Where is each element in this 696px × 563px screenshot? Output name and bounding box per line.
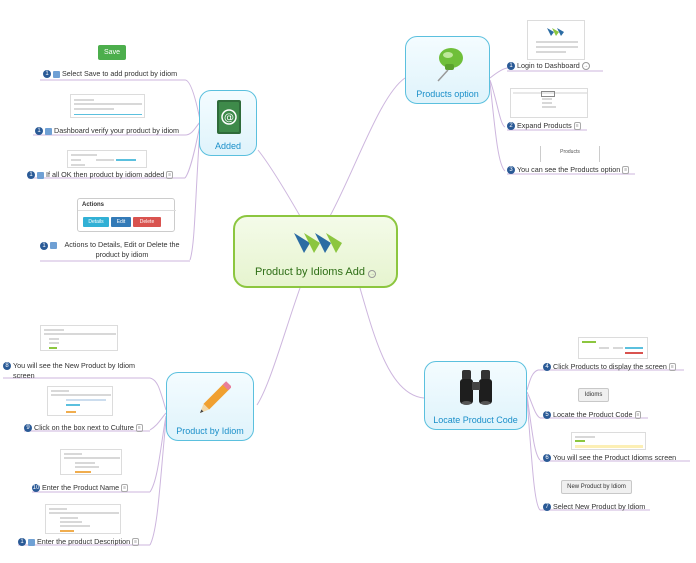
- leaf-product-idioms-screen[interactable]: 6 You will see the Product Idioms screen: [543, 453, 676, 463]
- leaf-enter-product-name[interactable]: 10 Enter the Product Name ≡: [32, 483, 129, 492]
- note-icon[interactable]: ≡: [573, 122, 581, 130]
- leaf-new-product-screen[interactable]: 8 You will see the New Product by Idiom …: [3, 361, 148, 381]
- new-product-by-idiom-button[interactable]: New Product by Idiom: [561, 480, 632, 494]
- thumb-product-idioms-screen: [571, 432, 646, 450]
- note-icon[interactable]: [53, 70, 60, 78]
- note-icon[interactable]: ≡: [121, 484, 129, 492]
- idioms-button[interactable]: Idioms: [578, 388, 609, 402]
- thumb-products-option: Products: [540, 146, 600, 162]
- note-icon[interactable]: ≡: [634, 411, 642, 419]
- thumb-products-screen: [578, 337, 648, 359]
- central-title: Product by Idioms Add →: [254, 266, 377, 278]
- leaf-select-new-product[interactable]: 7 Select New Product by Idiom: [543, 502, 645, 512]
- thumb-dashboard-login: [527, 20, 585, 60]
- thumb-product-name: [60, 449, 122, 475]
- thumb-expand-products: [510, 88, 588, 118]
- thumb-new-product-screen: [40, 325, 118, 351]
- leaf-actions[interactable]: 1 Actions to Details, Edit or Delete the…: [40, 240, 185, 260]
- details-button[interactable]: Details: [83, 217, 109, 227]
- link-icon[interactable]: →: [581, 62, 590, 70]
- leaf-locate-product-code[interactable]: 5 Locate the Product Code ≡: [543, 410, 642, 420]
- leaf-select-save[interactable]: 1 Select Save to add product by idiom: [43, 69, 177, 79]
- thumb-product-description: [45, 504, 121, 534]
- thumb-dashboard-verify: [70, 94, 145, 118]
- edit-button[interactable]: Edit: [111, 217, 131, 227]
- topic-added[interactable]: @ Added: [199, 90, 257, 156]
- note-icon[interactable]: ≡: [135, 424, 143, 432]
- central-topic[interactable]: Product by Idioms Add →: [233, 215, 398, 288]
- save-button[interactable]: Save: [98, 45, 126, 60]
- leaf-login-dashboard[interactable]: 1 Login to Dashboard →: [507, 61, 590, 71]
- note-icon[interactable]: [45, 127, 52, 135]
- delete-button[interactable]: Delete: [133, 217, 161, 227]
- binoculars-icon: [460, 370, 492, 405]
- topic-product-by-idiom[interactable]: Product by Idiom: [166, 372, 254, 441]
- thumb-product-added: [67, 150, 147, 168]
- note-icon[interactable]: ≡: [668, 363, 676, 371]
- actions-panel: Actions Details Edit Delete: [77, 198, 176, 232]
- topic-locate-product-code[interactable]: Locate Product Code: [424, 361, 527, 430]
- pushpin-icon: [437, 48, 463, 82]
- note-icon[interactable]: [28, 538, 35, 546]
- pencil-icon: [199, 381, 231, 414]
- leaf-see-products-option[interactable]: 3 You can see the Products option ≡: [507, 165, 630, 175]
- w-logo-icon: [294, 233, 342, 253]
- note-icon[interactable]: ≡: [166, 171, 174, 179]
- note-icon[interactable]: [37, 171, 44, 179]
- leaf-dashboard-verify[interactable]: 1 Dashboard verify your product by idiom: [35, 126, 179, 136]
- thumb-culture-box: [47, 386, 113, 416]
- note-icon[interactable]: ≡: [132, 538, 140, 546]
- leaf-click-culture[interactable]: 9 Click on the box next to Culture ≡: [24, 423, 143, 433]
- note-icon[interactable]: [50, 242, 57, 249]
- w-logo-small-icon: [547, 28, 564, 36]
- svg-text:@: @: [224, 113, 234, 124]
- leaf-expand-products[interactable]: 2 Expand Products ≡: [507, 121, 581, 131]
- note-icon[interactable]: ≡: [622, 166, 630, 174]
- leaf-enter-product-description[interactable]: 1 Enter the product Description ≡: [18, 537, 140, 547]
- leaf-product-idiom-added[interactable]: 1 If all OK then product by idiom added …: [27, 170, 174, 180]
- topic-products-option[interactable]: Products option: [405, 36, 490, 104]
- link-icon[interactable]: →: [368, 270, 377, 278]
- leaf-click-products[interactable]: 4 Click Products to display the screen ≡: [543, 362, 676, 372]
- address-book-icon: @: [217, 100, 241, 134]
